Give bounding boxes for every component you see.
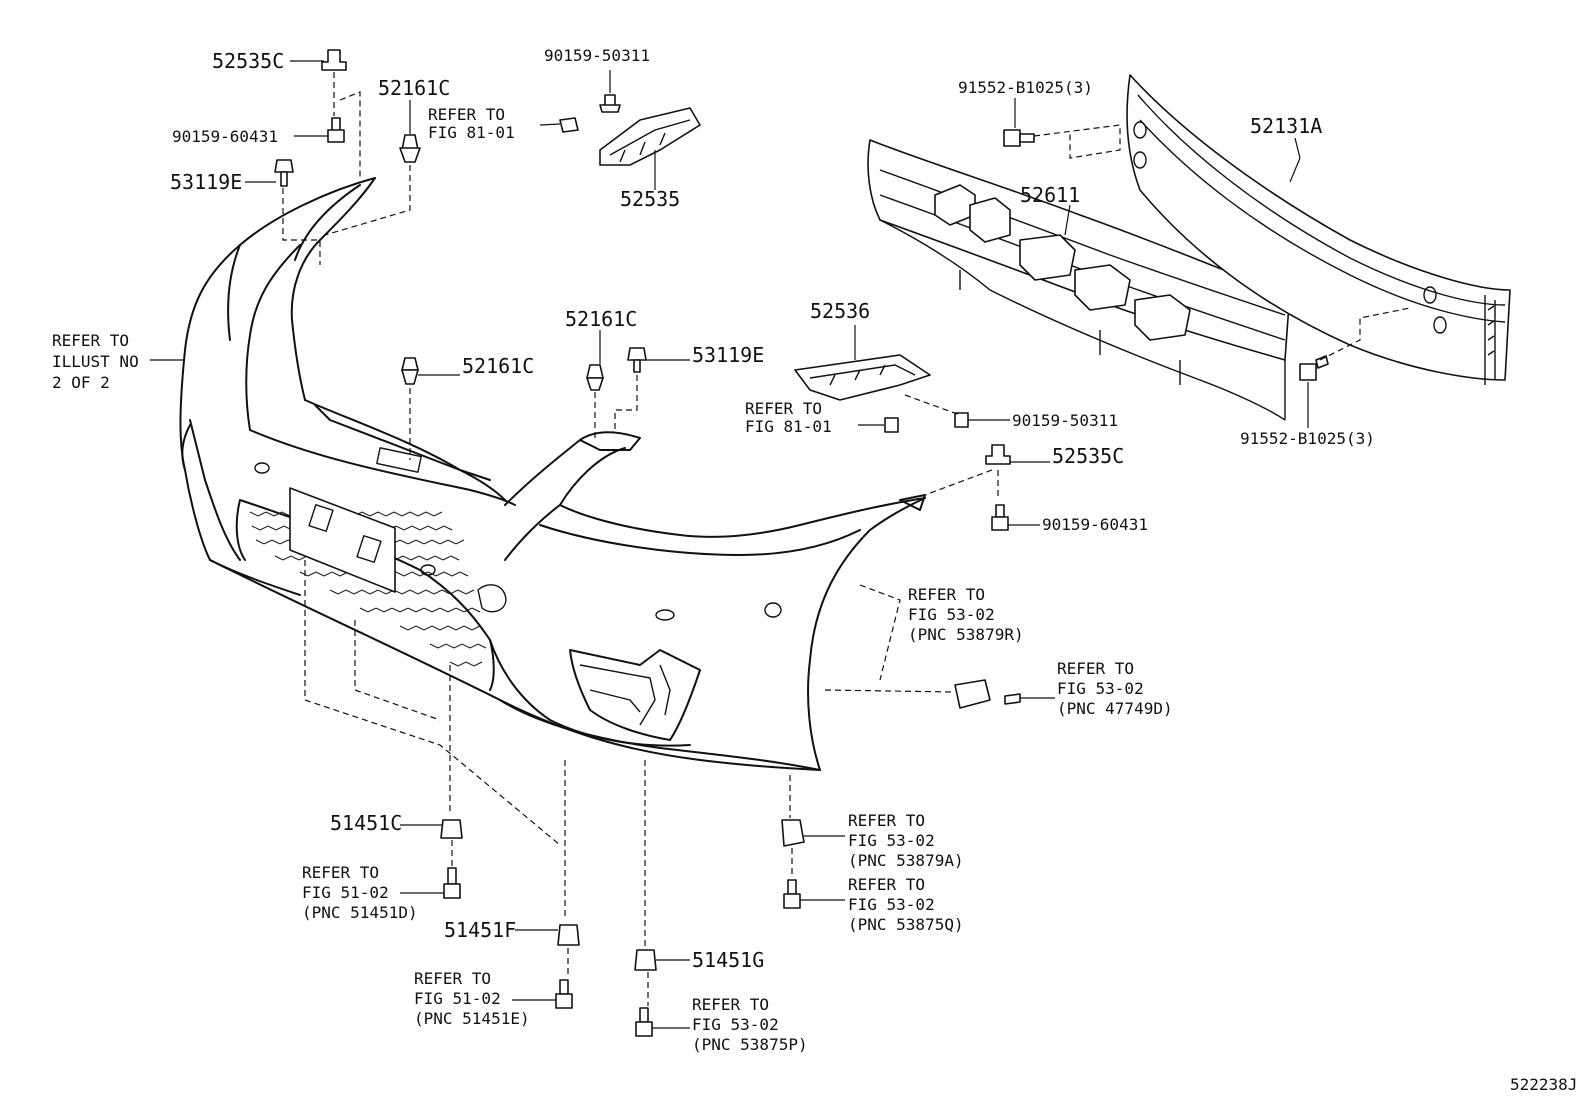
label-refer-53875P-l1: REFER TO — [692, 995, 769, 1014]
reinforcement-52131A-drawing — [1126, 74, 1511, 385]
absorber-52611-drawing — [867, 139, 1291, 421]
label-refer-53879A-l3: (PNC 53879A) — [848, 851, 964, 870]
label-refer-81-mid-l2: FIG 81-01 — [745, 417, 832, 436]
label-91552-top: 91552-B1025(3) — [958, 78, 1093, 97]
label-refer-53879R-l3: (PNC 53879R) — [908, 625, 1024, 644]
label-51451C: 51451C — [330, 811, 402, 835]
label-90159-60431-top: 90159-60431 — [172, 127, 278, 146]
label-refer-81-top-l1: REFER TO — [428, 105, 505, 124]
label-refer-53875P-l3: (PNC 53875P) — [692, 1035, 808, 1054]
label-refer-51451E-l1: REFER TO — [414, 969, 491, 988]
label-refer-47749D-l2: FIG 53-02 — [1057, 679, 1144, 698]
label-refer-51451D-l2: FIG 51-02 — [302, 883, 389, 902]
label-refer-illust-l2: ILLUST NO — [52, 352, 139, 371]
label-90159-50311-top: 90159-50311 — [544, 46, 650, 65]
label-refer-53879A-l1: REFER TO — [848, 811, 925, 830]
bumper-cover-drawing — [179, 177, 926, 771]
figure-code: 522238J — [1510, 1075, 1577, 1094]
label-refer-53875Q-l2: FIG 53-02 — [848, 895, 935, 914]
label-52535: 52535 — [620, 187, 680, 211]
label-refer-51451E-l3: (PNC 51451E) — [414, 1009, 530, 1028]
label-52131A: 52131A — [1250, 114, 1322, 138]
label-refer-47749D-l3: (PNC 47749D) — [1057, 699, 1173, 718]
bracket-52536-drawing — [794, 354, 969, 433]
label-refer-51451E-l2: FIG 51-02 — [414, 989, 501, 1008]
bracket-52535-drawing — [539, 94, 701, 166]
label-52535C-top: 52535C — [212, 49, 284, 73]
label-refer-53879R-l2: FIG 53-02 — [908, 605, 995, 624]
label-refer-81-top-l2: FIG 81-01 — [428, 123, 515, 142]
assembly-lines — [282, 72, 1411, 1006]
label-52161C-middle: 52161C — [462, 354, 534, 378]
label-53119E-left: 53119E — [170, 170, 242, 194]
label-51451G: 51451G — [692, 948, 764, 972]
label-refer-53875P-l2: FIG 53-02 — [692, 1015, 779, 1034]
label-90159-60431-right: 90159-60431 — [1042, 515, 1148, 534]
label-90159-50311-mid: 90159-50311 — [1012, 411, 1118, 430]
label-refer-illust-l1: REFER TO — [52, 331, 129, 350]
label-refer-47749D-l1: REFER TO — [1057, 659, 1134, 678]
label-refer-51451D-l3: (PNC 51451D) — [302, 903, 418, 922]
label-53119E-center: 53119E — [692, 343, 764, 367]
label-91552-bottom: 91552-B1025(3) — [1240, 429, 1375, 448]
label-refer-53879R-l1: REFER TO — [908, 585, 985, 604]
label-refer-53879A-l2: FIG 53-02 — [848, 831, 935, 850]
label-refer-81-mid-l1: REFER TO — [745, 399, 822, 418]
label-refer-illust-l3: 2 OF 2 — [52, 373, 110, 392]
label-52535C-right: 52535C — [1052, 444, 1124, 468]
part-labels: 52535C 90159-60431 53119E 52161C 90159-5… — [52, 46, 1577, 1094]
label-52536: 52536 — [810, 299, 870, 323]
fasteners — [274, 49, 1329, 1037]
label-52611: 52611 — [1020, 183, 1080, 207]
label-52161C-top: 52161C — [378, 76, 450, 100]
label-refer-51451D-l1: REFER TO — [302, 863, 379, 882]
label-51451F: 51451F — [444, 918, 516, 942]
leader-lines — [150, 60, 1309, 1029]
label-refer-53875Q-l1: REFER TO — [848, 875, 925, 894]
label-52161C-center: 52161C — [565, 307, 637, 331]
label-refer-53875Q-l3: (PNC 53875Q) — [848, 915, 964, 934]
